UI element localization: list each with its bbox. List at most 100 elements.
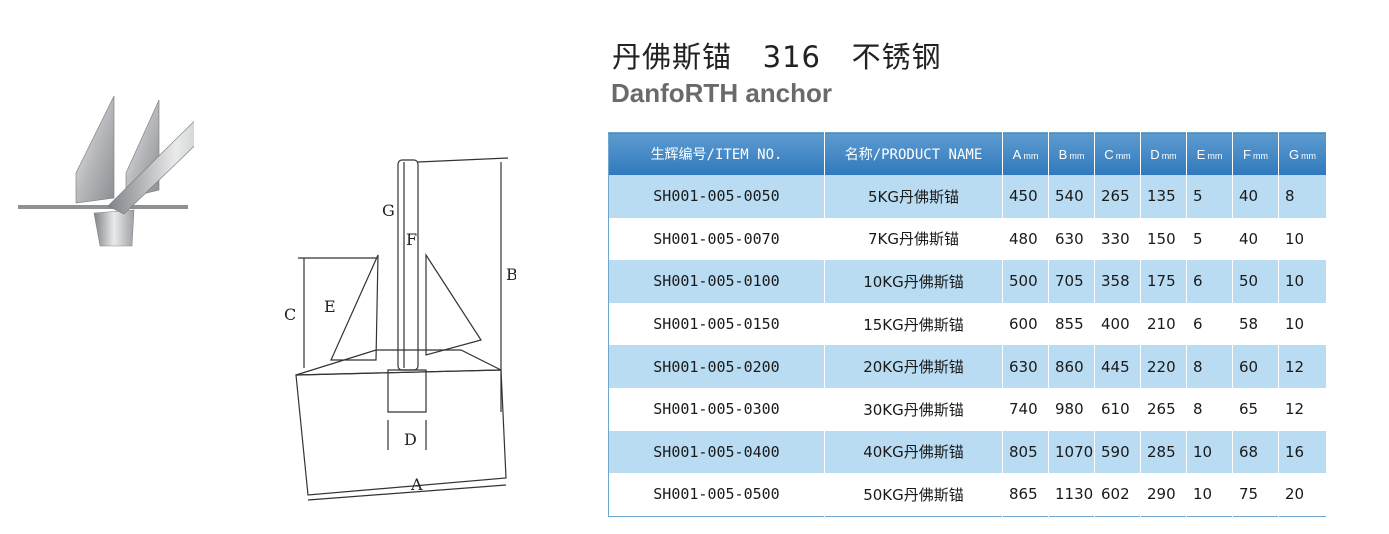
cell-c: 358 [1094, 260, 1141, 303]
cell-e: 6 [1186, 260, 1233, 303]
cell-b: 980 [1048, 387, 1095, 431]
cell-b: 855 [1048, 302, 1095, 346]
cell-item: SH001-005-0200 [608, 345, 825, 388]
cell-g: 20 [1278, 473, 1327, 517]
cell-c: 265 [1094, 175, 1141, 218]
cell-d: 265 [1140, 387, 1187, 431]
cell-d: 135 [1140, 175, 1187, 218]
label-e: E [324, 297, 336, 316]
cell-b: 630 [1048, 217, 1095, 261]
cell-f: 60 [1232, 345, 1279, 388]
cell-e: 8 [1186, 345, 1233, 388]
cell-a: 805 [1002, 430, 1049, 474]
anchor-dimension-drawing: B C E G F D A [284, 157, 516, 501]
label-b: B [506, 265, 516, 284]
cell-item: SH001-005-0400 [608, 430, 825, 474]
cell-b: 860 [1048, 345, 1095, 388]
cell-g: 10 [1278, 302, 1327, 346]
cell-g: 12 [1278, 387, 1327, 431]
cell-b: 1070 [1048, 430, 1095, 474]
cell-f: 65 [1232, 387, 1279, 431]
cell-e: 5 [1186, 217, 1233, 261]
cell-g: 8 [1278, 175, 1327, 218]
cell-d: 290 [1140, 473, 1187, 517]
cell-c: 602 [1094, 473, 1141, 517]
cell-item: SH001-005-0050 [608, 175, 825, 218]
cell-g: 10 [1278, 217, 1327, 261]
cell-a: 450 [1002, 175, 1049, 218]
cell-c: 445 [1094, 345, 1141, 388]
cell-e: 10 [1186, 473, 1233, 517]
label-d: D [404, 430, 417, 449]
cell-e: 6 [1186, 302, 1233, 346]
cell-f: 68 [1232, 430, 1279, 474]
cell-e: 10 [1186, 430, 1233, 474]
col-header-name: 名称/PRODUCT NAME [824, 132, 1003, 175]
cell-a: 480 [1002, 217, 1049, 261]
cell-g: 10 [1278, 260, 1327, 303]
cell-c: 590 [1094, 430, 1141, 474]
cell-c: 330 [1094, 217, 1141, 261]
cell-name: 5KG丹佛斯锚 [824, 175, 1003, 218]
cell-c: 400 [1094, 302, 1141, 346]
cell-b: 540 [1048, 175, 1095, 218]
cell-a: 600 [1002, 302, 1049, 346]
cell-item: SH001-005-0150 [608, 302, 825, 346]
cell-item: SH001-005-0500 [608, 473, 825, 517]
cell-d: 210 [1140, 302, 1187, 346]
label-a: A [410, 475, 423, 494]
cell-name: 30KG丹佛斯锚 [824, 387, 1003, 431]
cell-f: 40 [1232, 175, 1279, 218]
cell-c: 610 [1094, 387, 1141, 431]
cell-a: 740 [1002, 387, 1049, 431]
anchor-photo [18, 95, 194, 247]
cell-item: SH001-005-0300 [608, 387, 825, 431]
cell-name: 40KG丹佛斯锚 [824, 430, 1003, 474]
cell-a: 865 [1002, 473, 1049, 517]
cell-f: 58 [1232, 302, 1279, 346]
cell-a: 500 [1002, 260, 1049, 303]
cell-d: 150 [1140, 217, 1187, 261]
cell-item: SH001-005-0070 [608, 217, 825, 261]
cell-g: 16 [1278, 430, 1327, 474]
cell-b: 1130 [1048, 473, 1095, 517]
cell-d: 220 [1140, 345, 1187, 388]
cell-f: 50 [1232, 260, 1279, 303]
label-c: C [284, 305, 296, 324]
cell-d: 285 [1140, 430, 1187, 474]
page-title: 丹佛斯锚 316 不锈钢 [612, 40, 942, 74]
cell-e: 5 [1186, 175, 1233, 218]
cell-f: 75 [1232, 473, 1279, 517]
page-subtitle: DanfoRTH anchor [611, 78, 832, 108]
cell-a: 630 [1002, 345, 1049, 388]
cell-name: 7KG丹佛斯锚 [824, 217, 1003, 261]
cell-name: 50KG丹佛斯锚 [824, 473, 1003, 517]
cell-item: SH001-005-0100 [608, 260, 825, 303]
cell-name: 15KG丹佛斯锚 [824, 302, 1003, 346]
label-g: G [382, 201, 395, 220]
cell-e: 8 [1186, 387, 1233, 431]
cell-name: 10KG丹佛斯锚 [824, 260, 1003, 303]
label-f: F [406, 230, 417, 249]
cell-b: 705 [1048, 260, 1095, 303]
col-header-item: 生辉编号/ITEM NO. [608, 132, 825, 175]
cell-d: 175 [1140, 260, 1187, 303]
